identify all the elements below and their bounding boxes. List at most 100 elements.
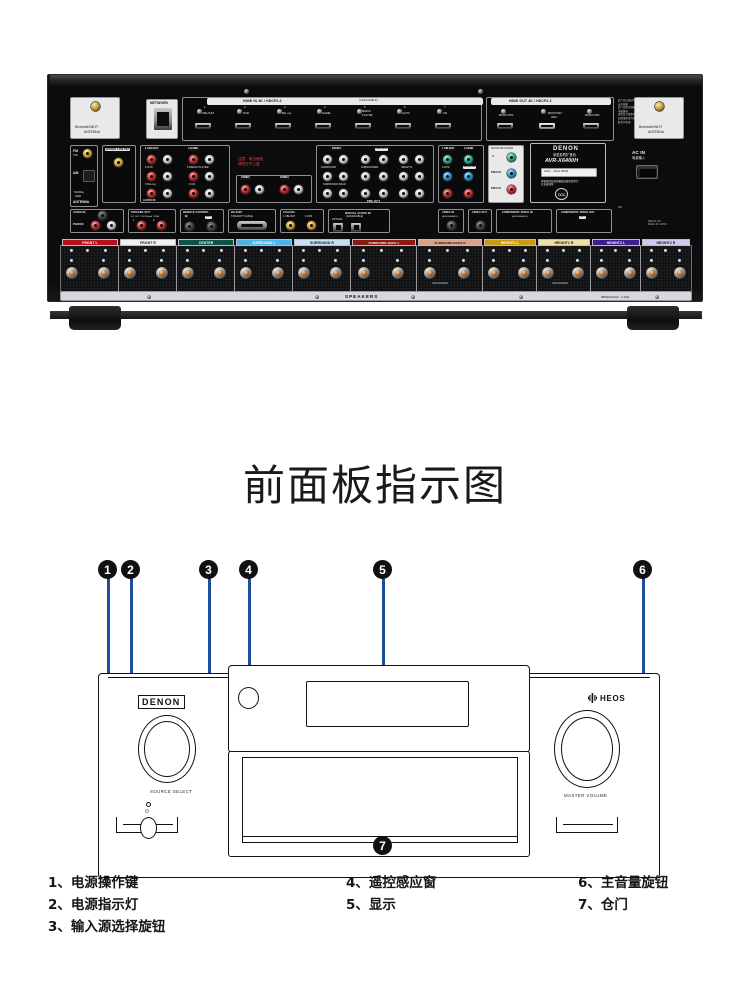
audio-in-jack[interactable] <box>205 155 214 164</box>
zone3-jack-l[interactable] <box>280 185 289 194</box>
phono-jack-r[interactable] <box>107 221 116 230</box>
zone3-jack-r[interactable] <box>294 185 303 194</box>
audio-in-jack[interactable] <box>147 172 156 181</box>
phono-jack-l[interactable] <box>91 221 100 230</box>
preout-jack[interactable] <box>415 189 424 198</box>
preout-jack[interactable] <box>415 172 424 181</box>
preout-jack[interactable] <box>415 155 424 164</box>
zone2-jack-r[interactable] <box>255 185 264 194</box>
ac-power-inlet[interactable] <box>636 165 658 179</box>
hdmi-out-port-3[interactable] <box>583 123 599 129</box>
spk-dot <box>70 249 74 253</box>
spk-post[interactable] <box>272 267 284 279</box>
optical-jack-2[interactable] <box>351 223 361 232</box>
preout-jack[interactable] <box>399 189 408 198</box>
spk-post[interactable] <box>674 267 686 279</box>
master-volume-knob[interactable] <box>561 717 613 781</box>
preout-jack[interactable] <box>323 189 332 198</box>
component-jack-pb[interactable] <box>443 172 452 181</box>
video-out-jack[interactable] <box>476 221 485 230</box>
remote-jack-in[interactable] <box>185 222 194 231</box>
preout-jack[interactable] <box>361 155 370 164</box>
fm-antenna-jack[interactable] <box>83 149 92 158</box>
audio-in-jack[interactable] <box>189 155 198 164</box>
optical-jack-1[interactable] <box>333 223 343 232</box>
spk-post[interactable] <box>330 267 342 279</box>
video-out-jack-pr[interactable] <box>507 185 516 194</box>
hdmi-in-port-1[interactable] <box>195 123 211 129</box>
video-in-jack[interactable] <box>447 221 456 230</box>
phono-gnd-jack[interactable] <box>98 211 107 220</box>
preout-jack[interactable] <box>323 172 332 181</box>
component-jack-pb[interactable] <box>464 172 473 181</box>
trigger-jack-2[interactable] <box>157 221 166 230</box>
power-button[interactable] <box>140 817 157 839</box>
audio-in-jack[interactable] <box>163 155 172 164</box>
spk-post[interactable] <box>182 267 194 279</box>
hdmi-in-port-5[interactable] <box>355 123 371 129</box>
hdmi-out-port-1[interactable] <box>497 123 513 129</box>
preout-jack[interactable] <box>361 172 370 181</box>
preout-jack[interactable] <box>399 172 408 181</box>
spk-post[interactable] <box>156 267 168 279</box>
remote-jack-out[interactable] <box>207 222 216 231</box>
spk-divider <box>292 246 293 292</box>
hdmi-out-port-2[interactable] <box>539 123 555 129</box>
preout-jack[interactable] <box>339 189 348 198</box>
coaxial-jack-2[interactable] <box>307 221 316 230</box>
spk-post[interactable] <box>298 267 310 279</box>
spk-post[interactable] <box>488 267 500 279</box>
trigger-jack-1[interactable] <box>137 221 146 230</box>
hdmi-in-port-7[interactable] <box>435 123 451 129</box>
spk-post[interactable] <box>392 267 404 279</box>
source-select-knob[interactable] <box>144 721 190 777</box>
component-jack-y[interactable] <box>443 155 452 164</box>
audio-in-jack[interactable] <box>163 172 172 181</box>
preout-jack[interactable] <box>399 155 408 164</box>
hdmi-in-port-4[interactable] <box>315 123 331 129</box>
spk-post[interactable] <box>240 267 252 279</box>
spk-post[interactable] <box>596 267 608 279</box>
am-antenna-terminal[interactable] <box>83 170 95 182</box>
preout-jack[interactable] <box>339 155 348 164</box>
door-panel[interactable] <box>242 757 518 843</box>
spk-post[interactable] <box>542 267 554 279</box>
spk-post[interactable] <box>358 267 370 279</box>
coaxial-jack-1[interactable] <box>286 221 295 230</box>
audio-in-jack[interactable] <box>189 172 198 181</box>
spk-post[interactable] <box>646 267 658 279</box>
spk-post[interactable] <box>458 267 470 279</box>
spk-post[interactable] <box>518 267 530 279</box>
video-out-jack-y[interactable] <box>507 153 516 162</box>
preout-jack[interactable] <box>339 172 348 181</box>
audio-in-jack[interactable] <box>147 155 156 164</box>
audio-in-jack[interactable] <box>163 189 172 198</box>
spk-post[interactable] <box>66 267 78 279</box>
rs232c-db9-port[interactable] <box>237 221 267 230</box>
spk-post[interactable] <box>624 267 636 279</box>
spk-post[interactable] <box>124 267 136 279</box>
spk-post[interactable] <box>424 267 436 279</box>
hdmi-in-port-2[interactable] <box>235 123 251 129</box>
denon-link-jack[interactable] <box>114 158 123 167</box>
audio-in-jack[interactable] <box>147 189 156 198</box>
audio-in-jack[interactable] <box>205 189 214 198</box>
component-jack-pr[interactable] <box>443 189 452 198</box>
spk-post[interactable] <box>98 267 110 279</box>
audio-in-jack[interactable] <box>189 189 198 198</box>
component-jack-pr[interactable] <box>464 189 473 198</box>
preout-jack[interactable] <box>379 189 388 198</box>
spk-post[interactable] <box>572 267 584 279</box>
component-jack-y[interactable] <box>464 155 473 164</box>
preout-jack[interactable] <box>379 172 388 181</box>
hdmi-in-port-6[interactable] <box>395 123 411 129</box>
audio-in-jack[interactable] <box>205 172 214 181</box>
spk-dot <box>428 259 432 263</box>
hdmi-in-port-3[interactable] <box>275 123 291 129</box>
preout-jack[interactable] <box>323 155 332 164</box>
preout-jack[interactable] <box>379 155 388 164</box>
video-out-jack-pb[interactable] <box>507 169 516 178</box>
spk-post[interactable] <box>214 267 226 279</box>
preout-jack[interactable] <box>361 189 370 198</box>
zone2-jack-l[interactable] <box>241 185 250 194</box>
